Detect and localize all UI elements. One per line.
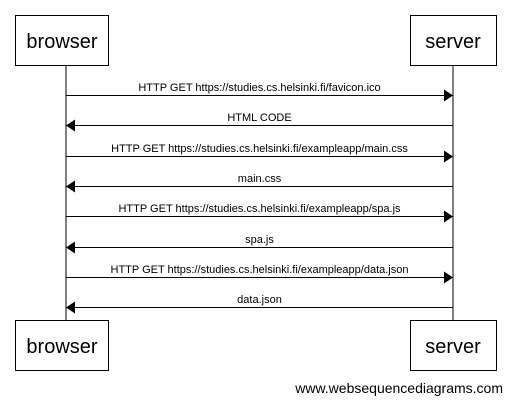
browser-actor-bottom-label: browser [26, 336, 97, 358]
arrowhead-icon [66, 241, 75, 254]
message-label: HTTP GET https://studies.cs.helsinki.fi/… [111, 264, 409, 276]
watermark-text: www.websequencediagrams.com [294, 380, 503, 396]
message-7: HTTP GET https://studies.cs.helsinki.fi/… [66, 264, 453, 284]
message-5: HTTP GET https://studies.cs.helsinki.fi/… [66, 203, 453, 223]
arrowhead-icon [66, 301, 75, 314]
message-label: data.json [237, 294, 282, 306]
browser-actor-bottom: browser [15, 320, 109, 371]
server-actor-top-label: server [425, 31, 481, 53]
message-label: HTTP GET https://studies.cs.helsinki.fi/… [111, 143, 408, 155]
server-actor-bottom-label: server [425, 336, 481, 358]
message-1: HTTP GET https://studies.cs.helsinki.fi/… [66, 82, 453, 102]
server-actor-top: server [410, 15, 497, 66]
arrowhead-icon [444, 271, 453, 284]
message-label: spa.js [245, 234, 274, 246]
arrowhead-icon [66, 119, 75, 132]
message-3: HTTP GET https://studies.cs.helsinki.fi/… [66, 143, 453, 163]
message-list: HTTP GET https://studies.cs.helsinki.fi/… [66, 82, 453, 314]
message-label: HTTP GET https://studies.cs.helsinki.fi/… [138, 82, 380, 94]
arrowhead-icon [444, 150, 453, 163]
server-actor-bottom: server [410, 320, 497, 371]
message-8: data.json [66, 294, 453, 314]
message-label: HTTP GET https://studies.cs.helsinki.fi/… [118, 203, 401, 215]
arrowhead-icon [66, 180, 75, 193]
message-label: main.css [238, 173, 282, 185]
message-6: spa.js [66, 234, 453, 254]
browser-actor-top: browser [15, 15, 109, 66]
arrowhead-icon [444, 210, 453, 223]
browser-actor-top-label: browser [26, 31, 97, 53]
arrowhead-icon [444, 89, 453, 102]
message-2: HTML CODE [66, 112, 453, 132]
message-4: main.css [66, 173, 453, 193]
message-label: HTML CODE [227, 112, 291, 124]
